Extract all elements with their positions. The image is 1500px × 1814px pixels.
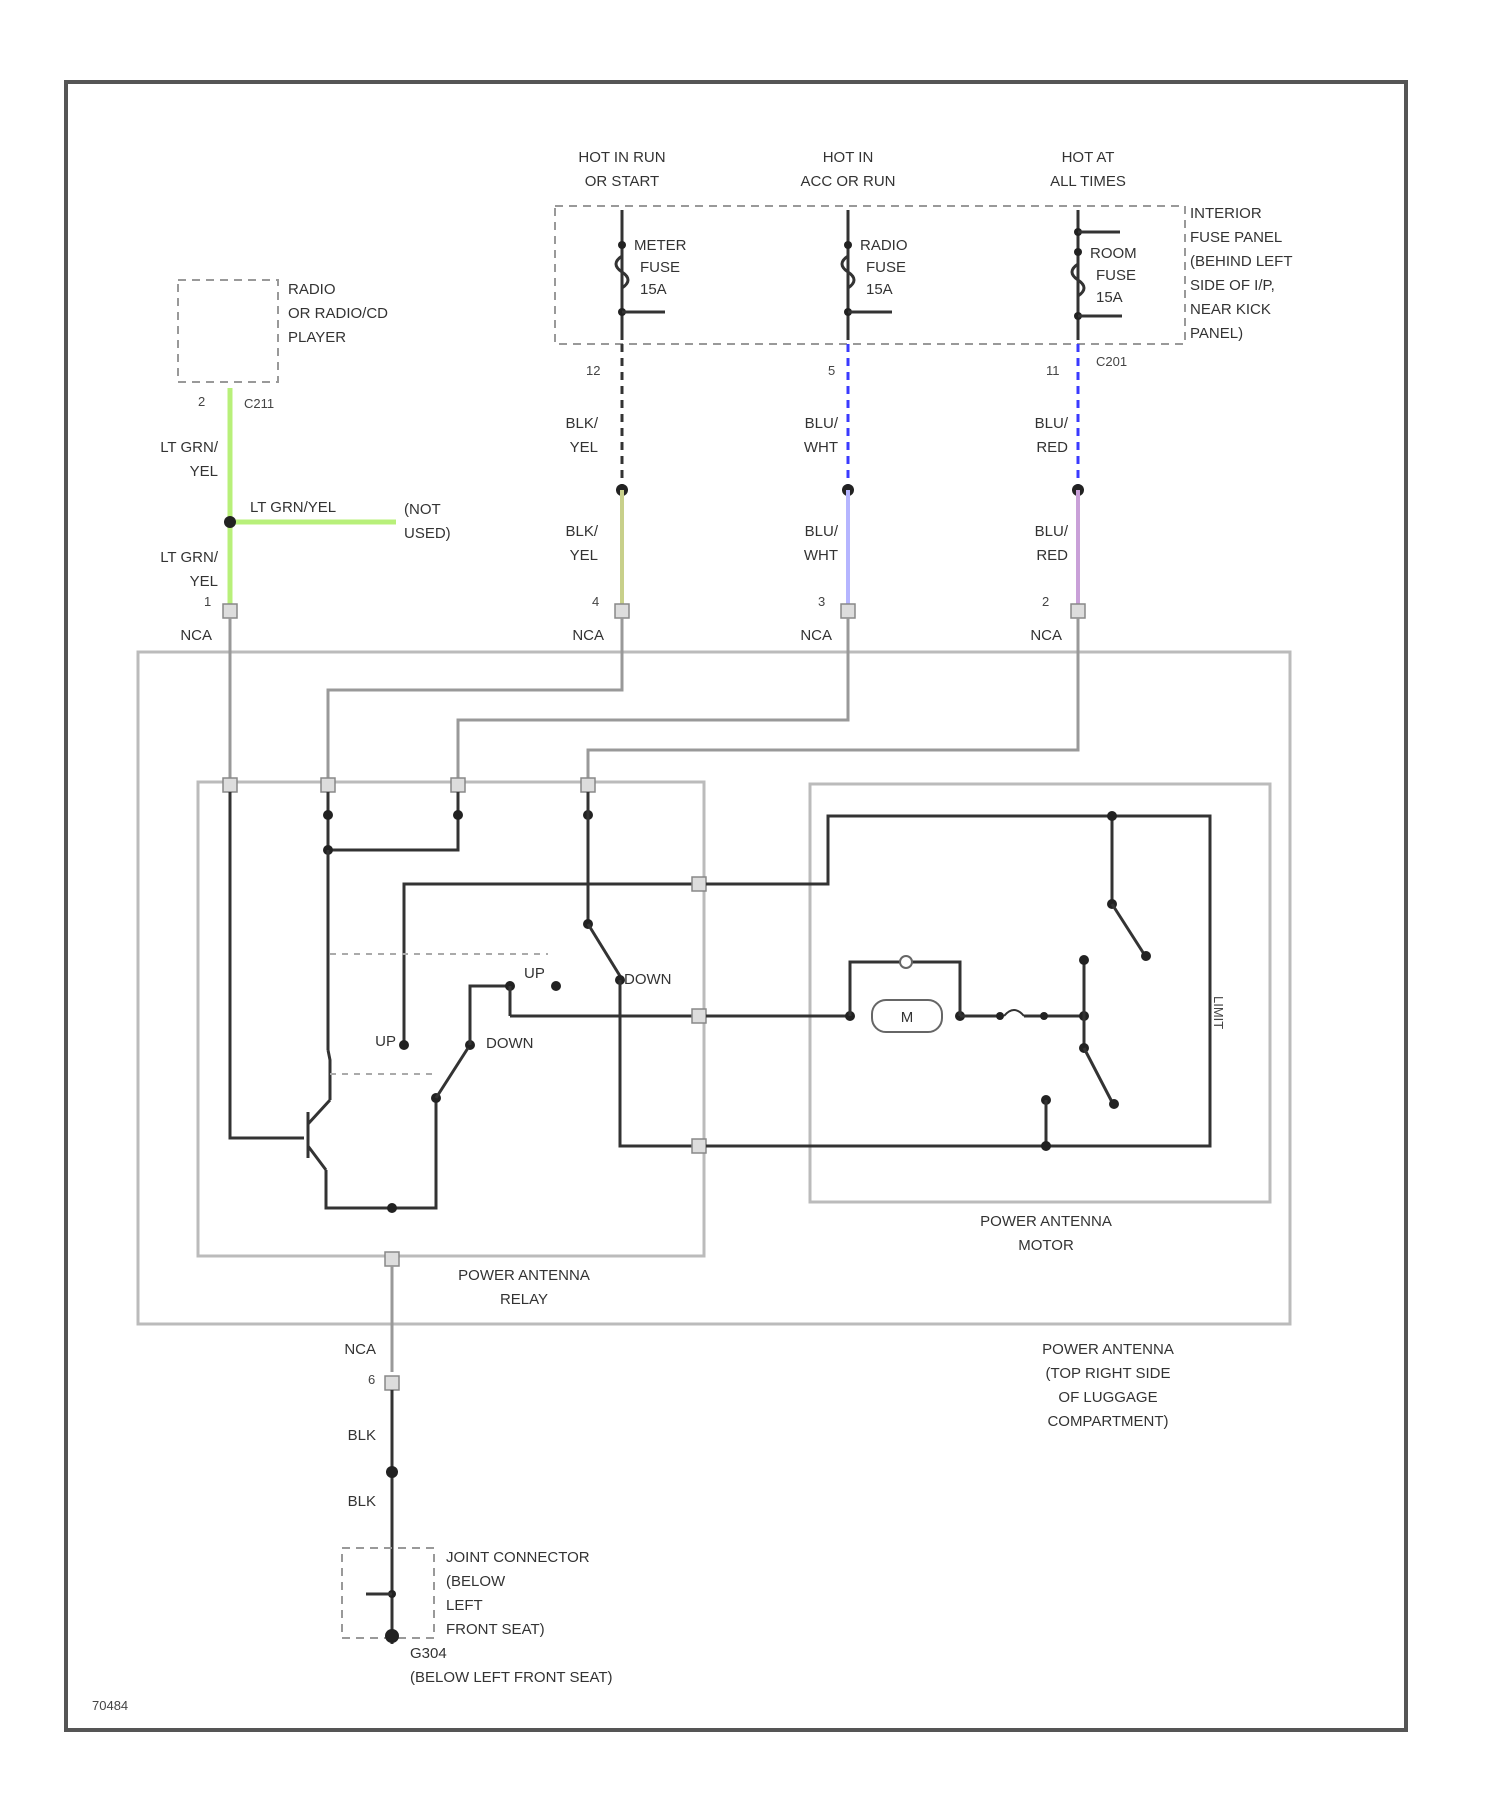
radio-wire-top-1: LT GRN/: [160, 439, 219, 456]
radio-nca: NCA: [180, 627, 212, 644]
feed-meter-nca: NCA: [572, 627, 604, 644]
feed-radio-label-1: HOT IN: [823, 149, 874, 166]
feed-meter-wire-top-2: YEL: [570, 439, 598, 456]
radio-connector: C211: [244, 396, 274, 411]
meter-fuse-rating: 15A: [640, 281, 667, 298]
relay-outline: [198, 782, 704, 1256]
feed-meter-wire-top-1: BLK/: [565, 415, 598, 432]
radio-pin: 2: [198, 394, 205, 409]
ground-circuit: NCA 6 BLK BLK JOINT CONNECTOR (BELOW LEF…: [342, 1252, 613, 1686]
joint-label-4: FRONT SEAT): [446, 1621, 545, 1638]
power-antenna-motor: POWER ANTENNA MOTOR M LIMIT: [706, 784, 1270, 1254]
joint-label-3: LEFT: [446, 1597, 483, 1614]
fuse-panel-label-3: (BEHIND LEFT: [1190, 253, 1293, 270]
ground-wire-1: BLK: [348, 1427, 376, 1444]
radio-wire-top-2: YEL: [190, 463, 218, 480]
feed-radio: HOT IN ACC OR RUN RADIO FUSE 15A 5 BLU/ …: [800, 149, 907, 644]
feed-meter-wire-bottom-2: YEL: [570, 547, 598, 564]
fuse-panel-label-1: INTERIOR: [1190, 205, 1262, 222]
feed-radio-wire-top-1: BLU/: [805, 415, 839, 432]
radio-relay-pin: 1: [204, 594, 211, 609]
feed-room-wire-top-2: RED: [1036, 439, 1068, 456]
room-fuse-rating: 15A: [1096, 289, 1123, 306]
radio-label-1: RADIO: [288, 281, 336, 298]
feed-radio-wire-top-2: WHT: [804, 439, 838, 456]
fuse-panel-label-2: FUSE PANEL: [1190, 229, 1282, 246]
ground-wire-2: BLK: [348, 1493, 376, 1510]
radio-fuse-rating: 15A: [866, 281, 893, 298]
relay-label-2: RELAY: [500, 1291, 548, 1308]
joint-label-2: (BELOW: [446, 1573, 506, 1590]
diagram-code: 70484: [92, 1698, 128, 1713]
power-antenna-label-4: COMPARTMENT): [1047, 1413, 1168, 1430]
feed-meter-relay-pin: 4: [592, 594, 599, 609]
feed-room: HOT AT ALL TIMES ROOM FUSE 15A 11 BLU/ R…: [1030, 149, 1136, 644]
radio-wire-bottom-1: LT GRN/: [160, 549, 219, 566]
relay-down-1: DOWN: [486, 1035, 534, 1052]
ground-nca: NCA: [344, 1341, 376, 1358]
relay-down-2: DOWN: [624, 971, 672, 988]
ground-point-location: (BELOW LEFT FRONT SEAT): [410, 1669, 613, 1686]
fuse-panel-label-5: NEAR KICK: [1190, 301, 1271, 318]
feed-meter-pin: 12: [586, 363, 600, 378]
meter-fuse-name: METER: [634, 237, 687, 254]
feed-radio-wire-bottom-1: BLU/: [805, 523, 839, 540]
motor-symbol-letter: M: [901, 1009, 914, 1026]
relay-label-1: POWER ANTENNA: [458, 1267, 590, 1284]
radio-label-3: PLAYER: [288, 329, 346, 346]
radio-fuse-name: RADIO: [860, 237, 908, 254]
not-used-label-2: USED): [404, 525, 451, 542]
feed-radio-relay-pin: 3: [818, 594, 825, 609]
feed-radio-wire-bottom-2: WHT: [804, 547, 838, 564]
feed-radio-nca: NCA: [800, 627, 832, 644]
relay-up-2: UP: [524, 965, 545, 982]
power-antenna-relay: POWER ANTENNA RELAY UP DOWN: [198, 778, 706, 1308]
not-used-label-1: (NOT: [404, 501, 441, 518]
power-antenna-label-2: (TOP RIGHT SIDE: [1045, 1365, 1170, 1382]
radio-unit: RADIO OR RADIO/CD PLAYER 2 C211 LT GRN/ …: [160, 280, 450, 644]
power-antenna: POWER ANTENNA (TOP RIGHT SIDE OF LUGGAGE…: [138, 618, 1290, 1430]
feed-room-label-2: ALL TIMES: [1050, 173, 1126, 190]
feed-meter: HOT IN RUN OR START METER FUSE 15A 12 BL…: [565, 149, 686, 644]
feed-room-pin: 11: [1046, 363, 1060, 378]
motor-outline: [810, 784, 1270, 1202]
radio-wire-bottom-2: YEL: [190, 573, 218, 590]
fuse-panel-label-4: SIDE OF I/P,: [1190, 277, 1275, 294]
motor-label-1: POWER ANTENNA: [980, 1213, 1112, 1230]
room-fuse-name: ROOM: [1090, 245, 1137, 262]
feed-meter-wire-bottom-1: BLK/: [565, 523, 598, 540]
relay-up-1: UP: [375, 1033, 396, 1050]
ground-pin: 6: [368, 1372, 375, 1387]
power-antenna-outline: [138, 652, 1290, 1324]
feed-room-nca: NCA: [1030, 627, 1062, 644]
feed-room-wire-bottom-2: RED: [1036, 547, 1068, 564]
ground-point-label: G304: [410, 1645, 447, 1662]
power-antenna-label-3: OF LUGGAGE: [1058, 1389, 1157, 1406]
feed-radio-pin: 5: [828, 363, 835, 378]
fuse-panel-label-6: PANEL): [1190, 325, 1243, 342]
power-antenna-label-1: POWER ANTENNA: [1042, 1341, 1174, 1358]
room-fuse-word: FUSE: [1096, 267, 1136, 284]
feed-room-wire-top-1: BLU/: [1035, 415, 1069, 432]
feed-room-label-1: HOT AT: [1062, 149, 1115, 166]
meter-fuse-word: FUSE: [640, 259, 680, 276]
radio-fuse-word: FUSE: [866, 259, 906, 276]
radio-branch-label: LT GRN/YEL: [250, 499, 336, 516]
feed-meter-label-1: HOT IN RUN: [578, 149, 665, 166]
motor-label-2: MOTOR: [1018, 1237, 1074, 1254]
feed-meter-label-2: OR START: [585, 173, 659, 190]
feed-room-relay-pin: 2: [1042, 594, 1049, 609]
motor-limit-label: LIMIT: [1211, 996, 1226, 1029]
fuse-panel-connector: C201: [1096, 354, 1127, 369]
joint-label-1: JOINT CONNECTOR: [446, 1549, 590, 1566]
feed-radio-label-2: ACC OR RUN: [800, 173, 895, 190]
feed-room-wire-bottom-1: BLU/: [1035, 523, 1069, 540]
radio-label-2: OR RADIO/CD: [288, 305, 388, 322]
radio-outline: [178, 280, 278, 382]
